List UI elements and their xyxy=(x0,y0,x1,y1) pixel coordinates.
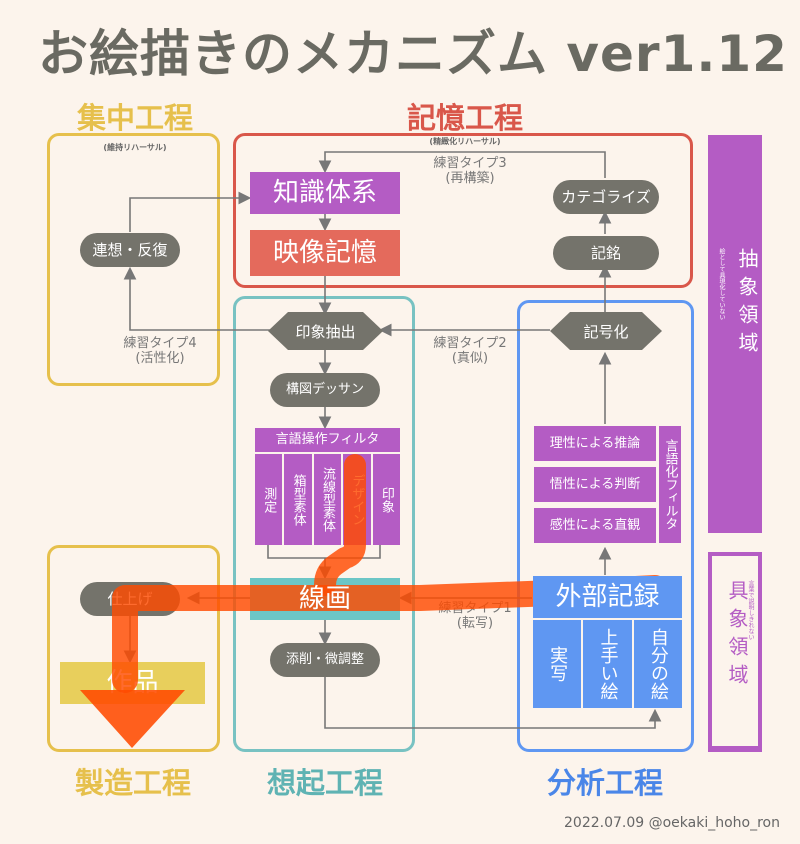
concrete-area-inner xyxy=(712,556,758,746)
reason-node: 理性による推論 xyxy=(534,426,656,461)
concentrate-sub-label: (維持リハーサル) xyxy=(103,143,167,152)
abstract-area-bar xyxy=(708,135,762,533)
recall-region-label: 想起工程 xyxy=(266,766,383,800)
practice-type2-label: 練習タイプ2 xyxy=(433,336,507,351)
external-col-own: 自分の絵 xyxy=(633,620,682,708)
analysis-region-label: 分析工程 xyxy=(546,766,663,800)
external-col-skilled: 上手い絵 xyxy=(583,620,632,708)
memory-region-label: 記憶工程 xyxy=(406,101,523,135)
knowledge-node: 知識体系 xyxy=(250,172,400,214)
correction-node: 添削・微調整 xyxy=(270,643,380,677)
lineart-label: 線画 xyxy=(298,584,351,614)
external-record-node: 外部記録 xyxy=(533,576,682,618)
concentrate-region xyxy=(47,133,220,386)
insight-node: 悟性による判断 xyxy=(534,467,656,502)
footer-credit: 2022.07.09 @oekaki_hoho_ron xyxy=(564,815,780,831)
filter-col-measure: 測定 xyxy=(255,454,283,545)
recall-region xyxy=(233,296,415,752)
practice-type4-note: 練習タイプ4 (活性化) xyxy=(100,336,220,366)
practice-type2-note: 練習タイプ2 (真似) xyxy=(425,336,515,366)
image-memory-node: 映像記憶 xyxy=(250,230,400,276)
practice-type3-sub: (再構築) xyxy=(445,171,495,186)
memory-sub-label: (精緻化リハーサル) xyxy=(429,137,501,146)
abstract-area-label: 抽象領域 xyxy=(735,248,759,360)
categorize-node: カテゴライズ xyxy=(553,180,659,214)
sense-node: 感性による直観 xyxy=(534,508,656,543)
practice-type4-sub: (活性化) xyxy=(135,351,185,366)
memorize-node: 記銘 xyxy=(553,236,659,270)
impression-diamond xyxy=(268,312,383,350)
association-node: 連想・反復 xyxy=(80,233,180,267)
practice-type1-sub: (転写) xyxy=(456,616,494,631)
practice-type3-label: 練習タイプ3 xyxy=(433,156,507,171)
filter-col-stream: 流線型素体 xyxy=(313,454,342,545)
language-filter-header: 言語操作フィルタ xyxy=(255,428,400,452)
external-col-photo: 実写 xyxy=(533,620,582,708)
composition-node: 構図デッサン xyxy=(270,373,380,407)
impression-label: 印象抽出 xyxy=(295,323,356,341)
production-region xyxy=(47,545,220,752)
practice-type2-sub: (真似) xyxy=(451,351,489,366)
concrete-area-note: 言葉で説明しきれない xyxy=(747,580,754,640)
external-record-columns: 実写 上手い絵 自分の絵 xyxy=(533,620,682,708)
filter-col-box: 箱型素体 xyxy=(284,454,312,545)
verbal-filter-node: 言語化フィルタ xyxy=(659,426,681,543)
page-title: お絵描きのメカニズム ver1.12 xyxy=(38,25,788,83)
encode-diamond xyxy=(550,312,662,350)
concrete-area-label: 具象領域 xyxy=(725,580,749,692)
concentrate-region-label: 集中工程 xyxy=(76,101,193,135)
abstract-area-note: 絵として具現化していない xyxy=(718,248,725,320)
memory-region xyxy=(233,133,693,288)
production-region-label: 製造工程 xyxy=(74,766,191,800)
encode-label: 記号化 xyxy=(583,323,629,341)
practice-type3-note: 練習タイプ3 (再構築) xyxy=(410,156,530,186)
practice-type4-label: 練習タイプ4 xyxy=(123,336,197,351)
filter-col-impression: 印象 xyxy=(372,454,401,545)
